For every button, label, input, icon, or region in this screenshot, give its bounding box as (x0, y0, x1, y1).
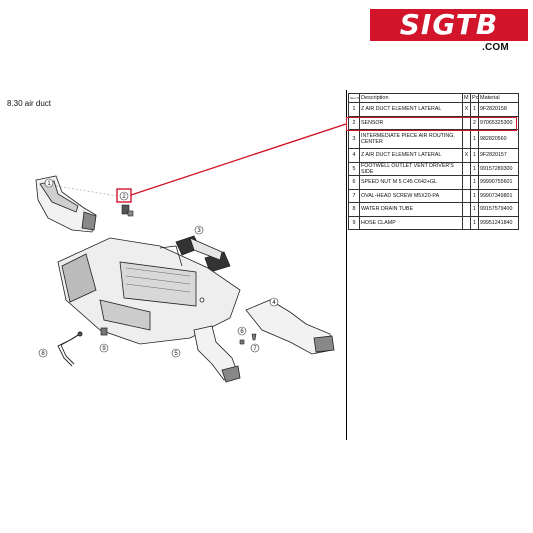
section-title: 8.30 air duct (7, 99, 52, 108)
brand-logo-domain: .COM (482, 42, 509, 53)
intermediate-piece-part (175, 235, 231, 273)
callout-4-label: 4 (272, 300, 276, 306)
table-row[interactable]: 2 SENSOR 2 97065325300 (348, 115, 519, 130)
callout-1-label: 1 (47, 181, 51, 187)
oval-head-screw-part (251, 333, 257, 341)
callout-6[interactable]: 6 (237, 326, 247, 336)
selected-row-highlight (346, 117, 517, 131)
callout-3-label: 3 (197, 228, 201, 234)
water-drain-tube-part (57, 331, 83, 367)
divider-line (346, 90, 347, 440)
footwell-outlet-vent-part (193, 325, 241, 383)
callout-1[interactable]: 1 (44, 178, 54, 188)
sensor-part (121, 204, 134, 217)
air-duct-lateral-right-part (245, 299, 335, 355)
speed-nut-part (239, 339, 245, 345)
highlight-connector-line (130, 123, 347, 196)
parts-table: Item No. Description M Pc Material 1 Z A… (348, 93, 519, 230)
row-material: 99951241840 (478, 215, 519, 230)
callout-5-label: 5 (174, 351, 178, 357)
callout-2[interactable]: 2 (119, 191, 129, 201)
callout-9[interactable]: 9 (99, 343, 109, 353)
table-header-row: Item No. Description M Pc Material (348, 93, 519, 103)
table-row[interactable]: 9 HOSE CLAMP 1 99951241840 (348, 215, 519, 230)
air-duct-lateral-part (35, 175, 97, 233)
callout-4[interactable]: 4 (269, 297, 279, 307)
callout-3[interactable]: 3 (194, 225, 204, 235)
callout-9-label: 9 (102, 346, 106, 352)
callout-6-label: 6 (240, 329, 244, 335)
hvac-housing (57, 237, 241, 345)
callout-8[interactable]: 8 (38, 348, 48, 358)
callout-2-highlight-box (116, 188, 132, 203)
hose-clamp-part (100, 327, 108, 336)
callout-7[interactable]: 7 (250, 343, 260, 353)
callout-2-label: 2 (122, 194, 126, 200)
table-row[interactable]: 3 INTERMEDIATE PIECE AIR ROUTING, CENTER… (348, 129, 519, 149)
callout-8-label: 8 (41, 351, 45, 357)
brand-logo[interactable]: SIGTB (370, 9, 528, 41)
header-material: Material (478, 93, 519, 103)
table-row[interactable]: 1 Z AIR DUCT ELEMENT LATERAL X 1 9F28201… (348, 102, 519, 117)
callout-5[interactable]: 5 (171, 348, 181, 358)
callout-7-label: 7 (253, 346, 257, 352)
